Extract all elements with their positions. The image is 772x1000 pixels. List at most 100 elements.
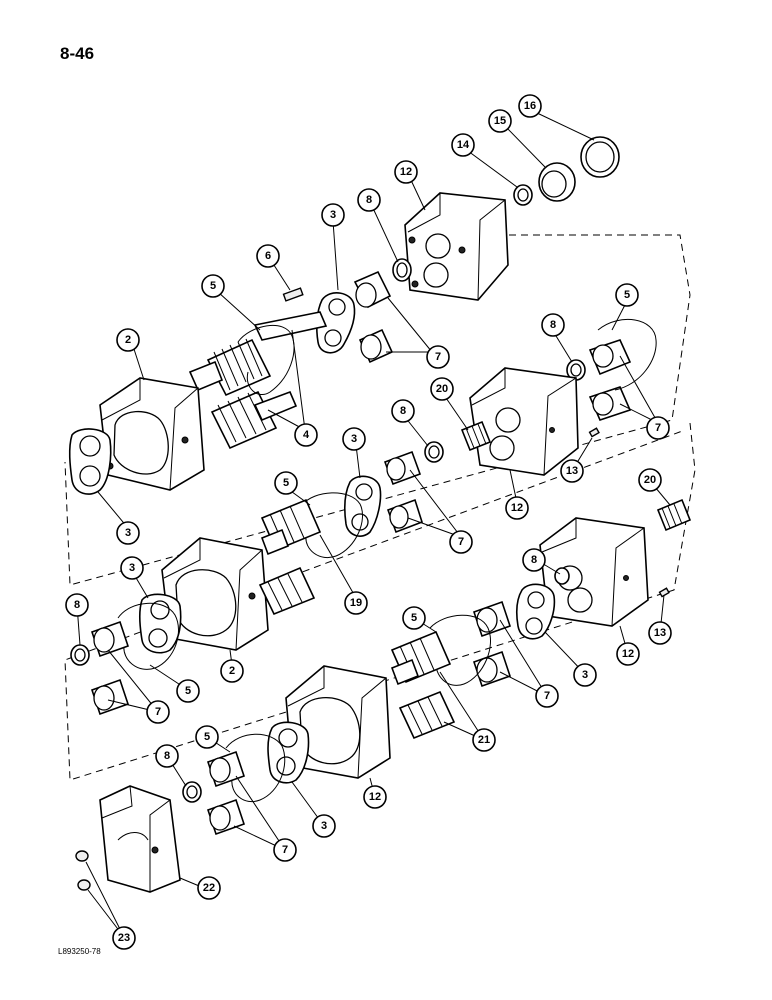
svg-text:3: 3 <box>321 820 327 832</box>
callout: 12 <box>616 642 640 666</box>
callout: 3 <box>573 663 597 687</box>
gear-mid-lower <box>258 566 316 616</box>
svg-text:13: 13 <box>566 465 578 477</box>
svg-text:8: 8 <box>400 405 406 417</box>
svg-text:23: 23 <box>118 932 130 944</box>
svg-text:3: 3 <box>330 209 336 221</box>
svg-text:20: 20 <box>436 383 448 395</box>
svg-text:5: 5 <box>185 685 191 697</box>
callout: 8 <box>541 313 565 337</box>
svg-text:12: 12 <box>369 791 381 803</box>
callout: 3 <box>342 427 366 451</box>
pin-13-lower <box>658 587 670 598</box>
washer-14 <box>513 184 533 206</box>
front-cover-22 <box>99 785 181 893</box>
svg-text:8: 8 <box>164 750 170 762</box>
svg-text:12: 12 <box>400 166 412 178</box>
callout: 2 <box>116 328 140 352</box>
svg-text:7: 7 <box>282 844 288 856</box>
callout: 8 <box>155 744 179 768</box>
svg-text:16: 16 <box>524 100 536 112</box>
svg-text:7: 7 <box>155 706 161 718</box>
svg-text:14: 14 <box>457 139 470 151</box>
callout: 8 <box>522 548 546 572</box>
svg-text:12: 12 <box>511 502 523 514</box>
callout: 5 <box>402 606 426 630</box>
bushing-7-mid <box>383 450 423 534</box>
oring-8-mid-left <box>70 644 90 666</box>
callout: 5 <box>176 679 200 703</box>
svg-text:3: 3 <box>129 562 135 574</box>
callout: 4 <box>294 423 318 447</box>
wear-plate-3-left <box>68 428 112 495</box>
wear-plate-3-mid-left <box>138 593 182 654</box>
body-12-mid <box>469 367 579 476</box>
callout: 20 <box>638 468 662 492</box>
housing-12-lower <box>285 665 391 779</box>
gear-lower-upper <box>390 630 452 686</box>
callout: 6 <box>256 244 280 268</box>
callout: 3 <box>312 814 336 838</box>
bushing-7-top <box>353 270 394 364</box>
leader-lines <box>76 111 671 938</box>
callout: 19 <box>344 591 368 615</box>
wear-plate-3-mid <box>344 475 382 537</box>
callout: 12 <box>394 160 418 184</box>
callout: 15 <box>488 109 512 133</box>
seal-ring-5-mid <box>301 492 364 558</box>
callout: 8 <box>391 399 415 423</box>
callout: 7 <box>535 684 559 708</box>
wear-plate-3-lower <box>267 721 310 784</box>
bushing-7-lower-left <box>206 750 246 836</box>
oring-8-mid-right <box>566 359 586 381</box>
callout: 7 <box>273 838 297 862</box>
callout: 5 <box>201 274 225 298</box>
splined-coupling-20-mid <box>460 420 492 452</box>
svg-text:4: 4 <box>303 429 310 441</box>
callout: 5 <box>195 725 219 749</box>
svg-text:7: 7 <box>435 351 441 363</box>
callout: 5 <box>615 283 639 307</box>
wear-plate-3-lower-right <box>516 583 556 640</box>
oring-8-top <box>392 258 412 282</box>
bushing-7-mid-left <box>90 620 130 716</box>
callout: 14 <box>451 133 475 157</box>
callout: 22 <box>197 876 221 900</box>
svg-text:2: 2 <box>229 665 235 677</box>
housing-2-top <box>99 377 205 491</box>
drive-gear-shaft <box>188 311 328 397</box>
svg-text:7: 7 <box>655 422 661 434</box>
plugs-23 <box>75 850 91 891</box>
snap-ring-16 <box>580 136 620 178</box>
svg-text:5: 5 <box>411 612 417 624</box>
callout: 2 <box>220 659 244 683</box>
svg-text:5: 5 <box>283 477 289 489</box>
bushing-7-lower-right <box>472 600 512 688</box>
svg-text:8: 8 <box>366 194 372 206</box>
callout: 23 <box>112 926 136 950</box>
callout: 3 <box>120 556 144 580</box>
callout: 7 <box>449 530 473 554</box>
rear-cover-12 <box>404 192 509 301</box>
seal-ring-5-lower <box>429 614 492 686</box>
bushing-7-mid-right <box>588 339 632 421</box>
callout: 20 <box>430 377 454 401</box>
svg-text:5: 5 <box>210 280 216 292</box>
driven-gear <box>210 390 298 450</box>
svg-text:19: 19 <box>350 597 362 609</box>
callout: 3 <box>116 521 140 545</box>
figure-code: L893250-78 <box>58 947 101 956</box>
page-number: 8-46 <box>60 44 95 63</box>
svg-text:7: 7 <box>544 690 550 702</box>
callout: 5 <box>274 471 298 495</box>
callout: 12 <box>363 785 387 809</box>
seal-ring-5-lower-left <box>225 733 286 802</box>
seal-ring-5-mid-right <box>597 318 657 391</box>
callout: 3 <box>321 203 345 227</box>
callout: 7 <box>146 700 170 724</box>
svg-text:3: 3 <box>351 433 357 445</box>
svg-text:2: 2 <box>125 334 131 346</box>
splined-coupling-20-right <box>656 498 692 532</box>
svg-text:3: 3 <box>125 527 131 539</box>
